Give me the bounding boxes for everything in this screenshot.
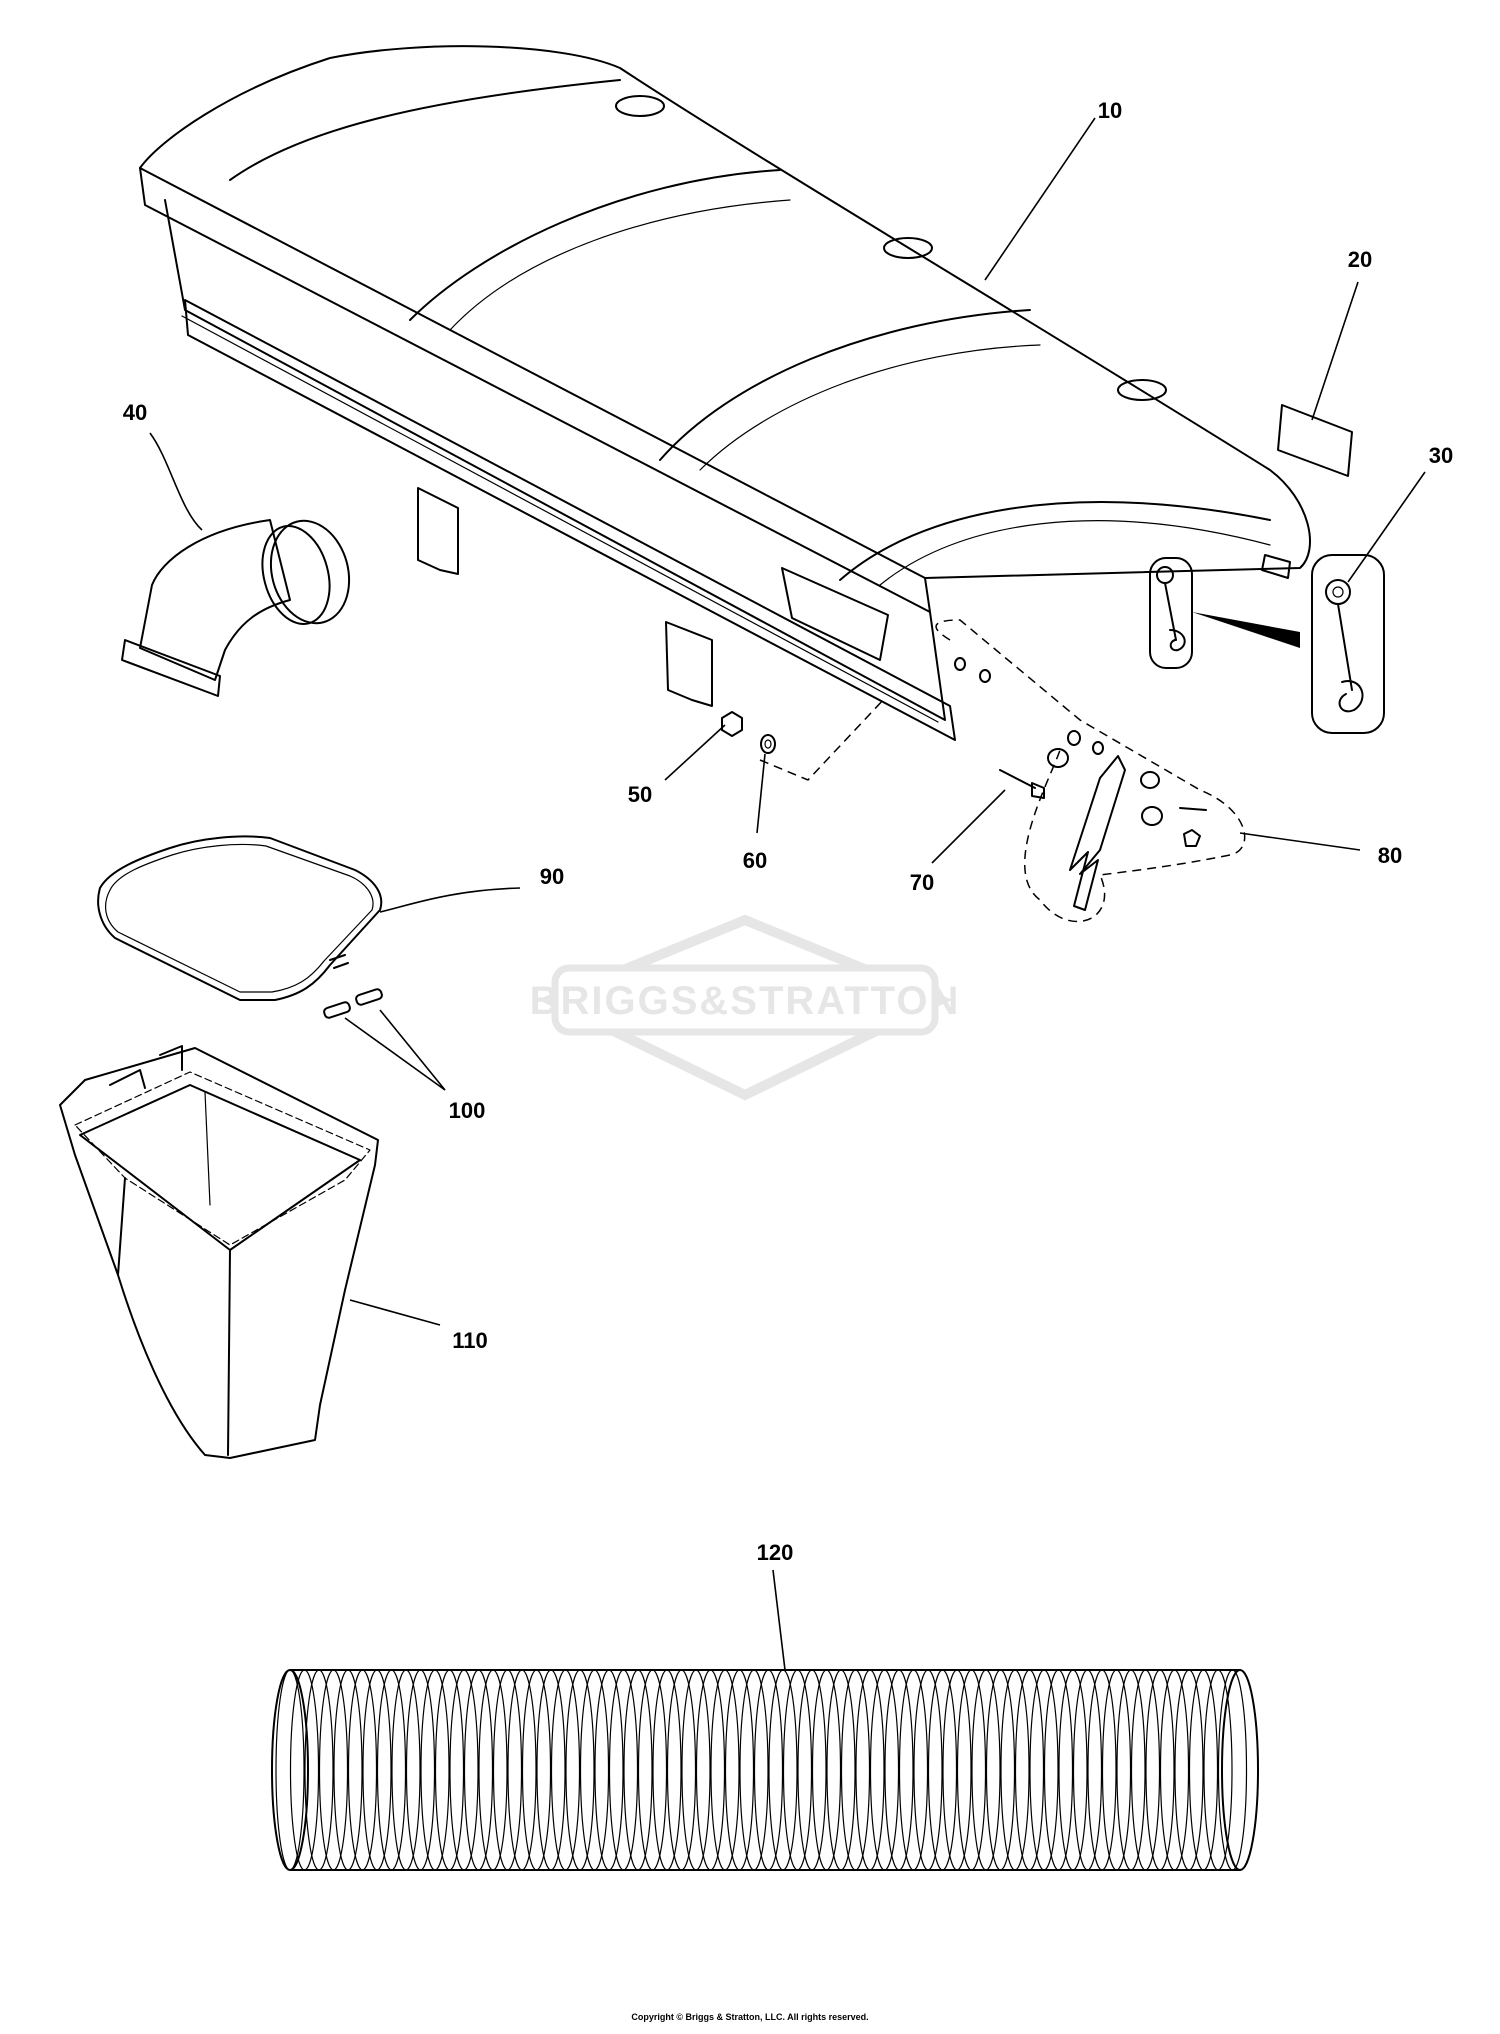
- flange-nut: [721, 711, 743, 737]
- callout-40: 40: [123, 400, 147, 425]
- decal: [1277, 404, 1353, 477]
- bag-frame-gasket: [97, 835, 383, 1001]
- callout-20: 20: [1348, 247, 1372, 272]
- callout-120: 120: [757, 1540, 794, 1565]
- callout-60: 60: [743, 848, 767, 873]
- watermark-text: BRIGGS&STRATTON: [530, 979, 961, 1023]
- callout-90: 90: [540, 864, 564, 889]
- vacuum-hose: [271, 1669, 1259, 1871]
- hex-bolt: [999, 769, 1045, 799]
- latch-detail-inset: [1311, 554, 1385, 734]
- callout-30: 30: [1429, 443, 1453, 468]
- pins: [323, 954, 383, 1019]
- callout-70: 70: [910, 870, 934, 895]
- callout-110: 110: [452, 1328, 488, 1353]
- leader-lines: [149, 117, 1426, 1671]
- elbow-chute: [121, 519, 351, 697]
- hopper-assembly: [139, 45, 1311, 741]
- callout-10: 10: [1098, 98, 1122, 123]
- copyright-notice: Copyright © Briggs & Stratton, LLC. All …: [631, 2012, 869, 2022]
- detail-indicator: [1192, 612, 1300, 648]
- latch-assembly: [1149, 557, 1193, 669]
- callout-100: 100: [449, 1098, 486, 1123]
- washer: [760, 734, 776, 754]
- briggs-stratton-watermark-logo: BRIGGS&STRATTON: [530, 914, 961, 1101]
- latch-bracket-kit: [954, 657, 1207, 911]
- callout-50: 50: [628, 782, 652, 807]
- callouts: 10 20 30 40 50 60 70 80 90 100 110 120: [123, 98, 1453, 1565]
- callout-80: 80: [1378, 843, 1402, 868]
- collection-bag: [59, 1045, 379, 1459]
